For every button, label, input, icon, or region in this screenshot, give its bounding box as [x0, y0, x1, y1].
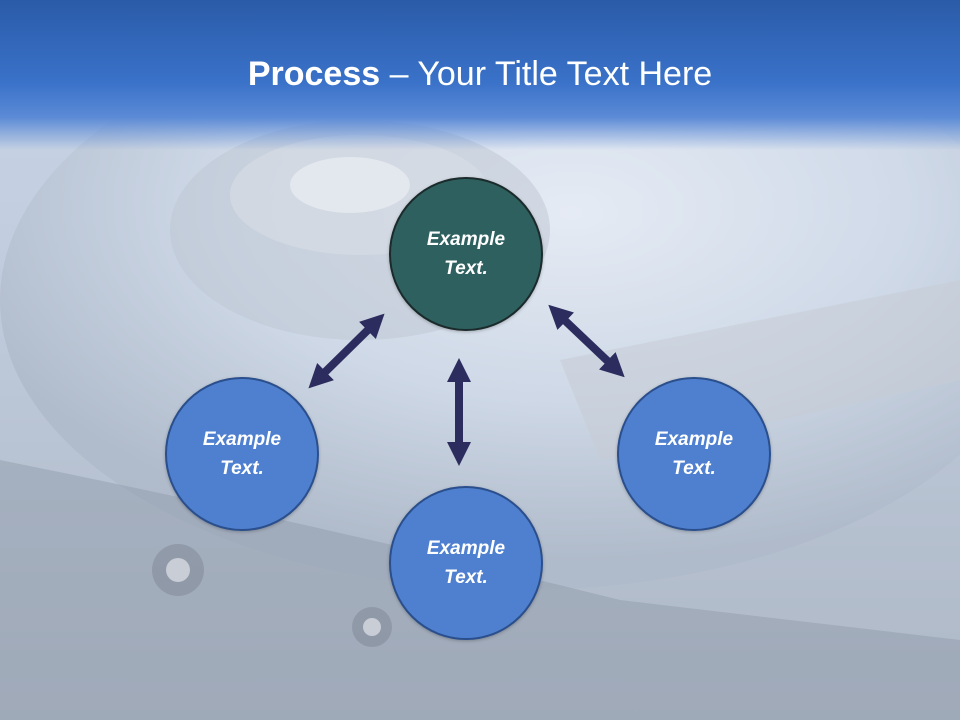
node-top-line2: Text.	[444, 258, 488, 279]
title-band	[0, 0, 960, 150]
node-left-line1: Example	[202, 429, 282, 450]
title-rest: – Your Title Text Here	[380, 55, 713, 93]
node-bottom-line1: Example	[426, 538, 506, 559]
page-title: Process – Your Title Text Here	[0, 50, 960, 98]
node-right-line1: Example	[654, 429, 734, 450]
node-bottom-line2: Text.	[444, 567, 488, 588]
arrow-top-left	[308, 313, 385, 389]
node-left-line2: Text.	[220, 458, 264, 479]
title-bold-part: Process	[247, 55, 381, 93]
arrow-top-right	[548, 304, 625, 378]
node-right-line2: Text.	[672, 458, 716, 479]
node-top-line1: Example	[426, 229, 506, 250]
